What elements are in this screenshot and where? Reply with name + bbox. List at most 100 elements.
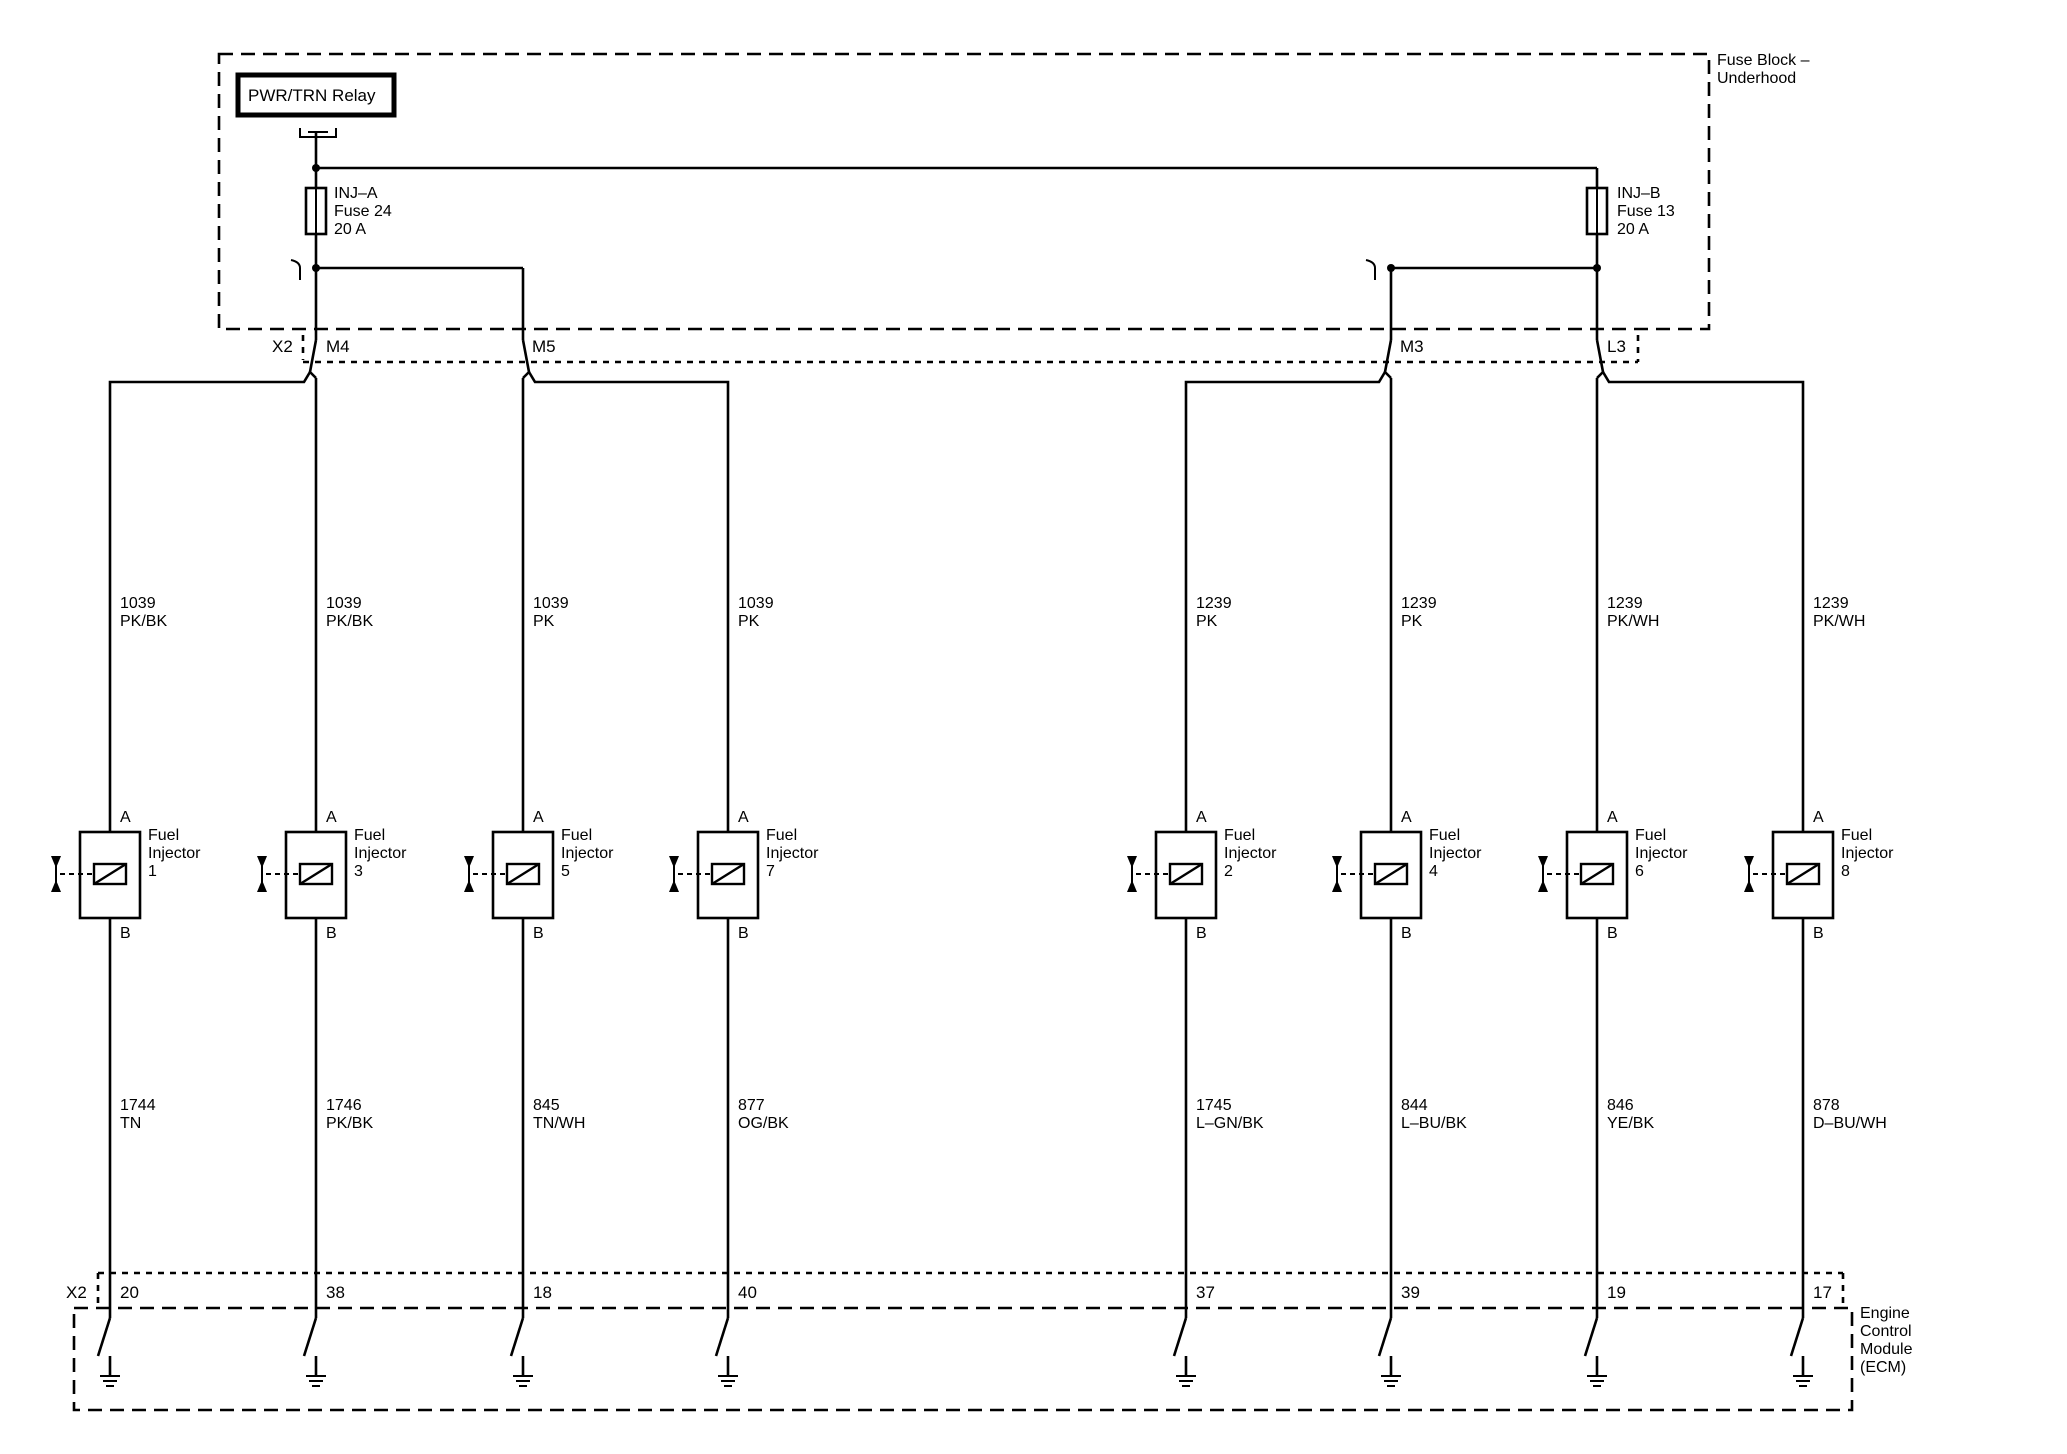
lower-circuit-number: 844	[1401, 1097, 1428, 1114]
upper-wire-color: PK/WH	[1607, 613, 1659, 630]
injector-label-line2: Injector	[561, 845, 614, 862]
pin-m5: M5	[532, 337, 556, 356]
injectors: 1039PK/BKAFuelInjector1B1744TN201039PK/B…	[51, 378, 1894, 1387]
ecm-pin-number: 40	[738, 1283, 757, 1302]
pwr-trn-relay: PWR/TRN Relay	[235, 72, 397, 168]
injector-label-line1: Fuel	[1841, 827, 1872, 844]
injector-label-line2: Injector	[766, 845, 819, 862]
driver-switch-icon	[302, 1317, 318, 1357]
ecm-pin-number: 19	[1607, 1283, 1626, 1302]
relay-terminal-icon	[299, 128, 337, 138]
injector-number: 4	[1429, 863, 1438, 880]
pin-b-label: B	[326, 925, 337, 942]
pin-b-label: B	[533, 925, 544, 942]
lower-wire-color: YE/BK	[1607, 1115, 1654, 1132]
injector-label-line2: Injector	[354, 845, 407, 862]
fuse-b-rating: 20 A	[1617, 221, 1649, 238]
pin-m3: M3	[1400, 337, 1424, 356]
bottom-connector-x2: X2	[66, 1271, 1845, 1306]
fuse-a-name: INJ–A	[334, 185, 378, 202]
upper-wire-color: PK	[738, 613, 760, 630]
lower-circuit-number: 845	[533, 1097, 560, 1114]
pin-a-label: A	[1607, 809, 1618, 826]
injector-label-line2: Injector	[1841, 845, 1894, 862]
fuse-block-boundary	[217, 52, 1711, 331]
pin-a-label: A	[533, 809, 544, 826]
injector-label-line1: Fuel	[766, 827, 797, 844]
fuse-b-name: INJ–B	[1617, 185, 1661, 202]
injector-label-line2: Injector	[1429, 845, 1482, 862]
injector-label-line1: Fuel	[354, 827, 385, 844]
lower-circuit-number: 1745	[1196, 1097, 1232, 1114]
lower-wire-color: OG/BK	[738, 1115, 789, 1132]
shield-hook-a-icon	[290, 259, 302, 280]
shield-hook-b-icon	[1365, 259, 1376, 280]
pin-b-label: B	[1401, 925, 1412, 942]
driver-switch-icon	[1377, 1317, 1393, 1357]
upper-circuit-number: 1039	[120, 595, 156, 612]
ecm-pin-number: 17	[1813, 1283, 1832, 1302]
pin-b-label: B	[738, 925, 749, 942]
upper-circuit-number: 1039	[533, 595, 569, 612]
upper-wire-color: PK	[1401, 613, 1423, 630]
upper-circuit-number: 1039	[326, 595, 362, 612]
driver-switch-icon	[714, 1317, 730, 1357]
ecm-label-line2: Control	[1860, 1323, 1912, 1340]
driver-switch-icon	[1583, 1317, 1599, 1357]
upper-wire-color: PK	[1196, 613, 1218, 630]
pin-a-label: A	[1813, 809, 1824, 826]
pin-a-label: A	[326, 809, 337, 826]
ecm-boundary	[72, 1306, 1854, 1412]
fuse-a-number: Fuse 24	[334, 203, 392, 220]
pin-b-label: B	[1607, 925, 1618, 942]
driver-switch-icon	[96, 1317, 112, 1357]
fuse-block-underhood: Fuse Block – Underhood PWR/TRN Relay INJ…	[217, 52, 1810, 340]
lower-circuit-number: 878	[1813, 1097, 1840, 1114]
fuse-inj-b: INJ–B Fuse 13 20 A	[1585, 185, 1675, 268]
top-distribution	[108, 339, 1805, 400]
injector-label-line1: Fuel	[1429, 827, 1460, 844]
injector-label-line2: Injector	[1224, 845, 1277, 862]
relay-box	[235, 72, 397, 118]
top-connector-id: X2	[272, 337, 293, 356]
ecm-pin-number: 37	[1196, 1283, 1215, 1302]
upper-circuit-number: 1239	[1607, 595, 1643, 612]
lower-circuit-number: 846	[1607, 1097, 1634, 1114]
ecm-pin-number: 39	[1401, 1283, 1420, 1302]
injector-number: 6	[1635, 863, 1644, 880]
ecm-pin-number: 18	[533, 1283, 552, 1302]
pin-m4: M4	[326, 337, 350, 356]
driver-switch-icon	[1172, 1317, 1188, 1357]
fuse-a-rating: 20 A	[334, 221, 366, 238]
upper-wire-color: PK	[533, 613, 555, 630]
upper-wire-color: PK/BK	[326, 613, 373, 630]
lower-wire-color: TN/WH	[533, 1115, 585, 1132]
relay-label: PWR/TRN Relay	[248, 86, 376, 105]
lower-wire-color: PK/BK	[326, 1115, 373, 1132]
ecm-pin-number: 38	[326, 1283, 345, 1302]
engine-control-module: Engine Control Module (ECM)	[72, 1305, 1913, 1412]
fuse-inj-a: INJ–A Fuse 24 20 A	[304, 168, 392, 268]
injector-label-line1: Fuel	[561, 827, 592, 844]
pin-b-label: B	[1813, 925, 1824, 942]
injector-number: 1	[148, 863, 157, 880]
lower-wire-color: D–BU/WH	[1813, 1115, 1887, 1132]
lower-circuit-number: 1746	[326, 1097, 362, 1114]
upper-circuit-number: 1239	[1813, 595, 1849, 612]
ecm-label-line4: (ECM)	[1860, 1359, 1906, 1376]
injector-label-line1: Fuel	[1224, 827, 1255, 844]
ecm-label-line1: Engine	[1860, 1305, 1910, 1322]
pin-a-label: A	[738, 809, 749, 826]
upper-wire-color: PK/WH	[1813, 613, 1865, 630]
injector-number: 2	[1224, 863, 1233, 880]
upper-circuit-number: 1239	[1196, 595, 1232, 612]
injector-number: 7	[766, 863, 775, 880]
injector-number: 8	[1841, 863, 1850, 880]
injector-label-line2: Injector	[148, 845, 201, 862]
ecm-pin-number: 20	[120, 1283, 139, 1302]
injector-number: 5	[561, 863, 570, 880]
